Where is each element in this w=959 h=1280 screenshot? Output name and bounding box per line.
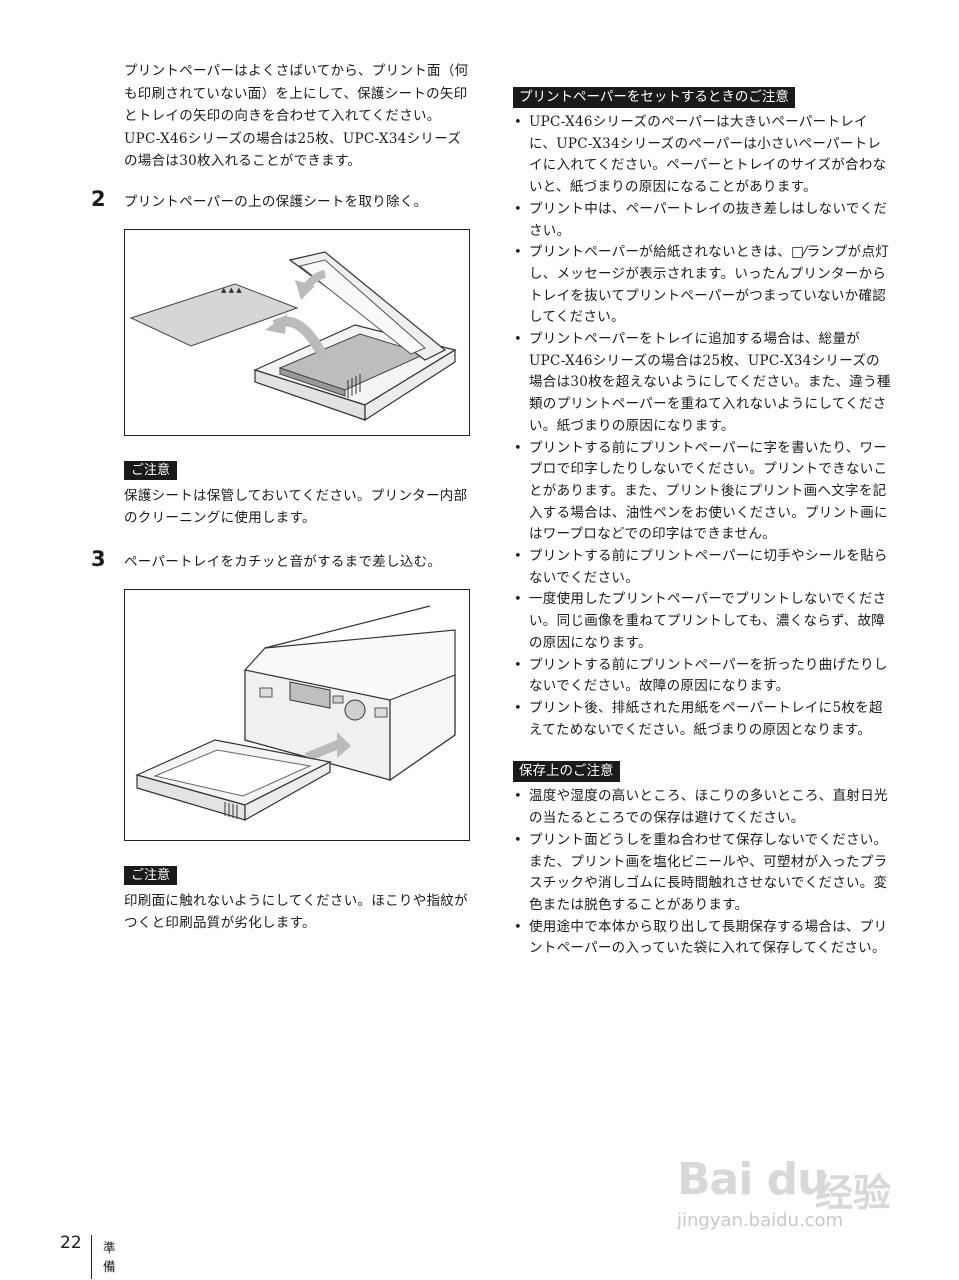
caution-badge: ご注意 — [124, 460, 178, 480]
list-item: プリント中は、ペーパートレイの抜き差しはしないでください。 — [513, 199, 893, 242]
list-item: 温度や湿度の高いところ、ほこりの多いところ、直射日光の当たるところでの保存は避け… — [513, 786, 893, 829]
list-item: プリントする前にプリントペーパーに切手やシールを貼らないでください。 — [513, 546, 893, 589]
page-number: 22 — [60, 1233, 82, 1253]
intro-paragraph: プリントペーパーはよくさばいてから、プリント面（何も印刷されていない面）を上にし… — [124, 63, 469, 169]
left-column: プリントペーパーはよくさばいてから、プリント面（何も印刷されていない面）を上にし… — [88, 60, 472, 934]
watermark-url: jingyan.baidu.com — [677, 1210, 844, 1231]
watermark-cn: 经验 — [815, 1171, 892, 1215]
caution-block-1: ご注意 保護シートは保管しておいてください。プリンター内部のクリーニングに使用し… — [88, 459, 472, 529]
step-number: 2 — [91, 186, 106, 211]
step-number: 3 — [91, 546, 106, 571]
list-item: プリントペーパーをトレイに追加する場合は、総量がUPC-X46シリーズの場合は2… — [513, 329, 893, 438]
step-2: 2 プリントペーパーの上の保護シートを取り除く。 — [88, 186, 472, 213]
step-text: ペーパートレイをカチッと音がするまで差し込む。 — [124, 553, 442, 570]
caution-badge: ご注意 — [124, 865, 178, 885]
section-heading-setting: プリントペーパーをセットするときのご注意 — [513, 87, 795, 108]
right-column: プリントペーパーをセットするときのご注意 UPC-X46シリーズのペーパーは大き… — [513, 86, 893, 960]
list-item: 使用途中で本体から取り出して長期保存する場合は、プリントペーパーの入っていた袋に… — [513, 917, 893, 960]
footer-divider — [91, 1235, 92, 1279]
watermark-brand: Bai du — [677, 1154, 828, 1205]
tray-open-illustration: ▲ ▲ ▲ — [129, 250, 457, 421]
list-item: プリント後、排紙された用紙をペーパートレイに5枚を超えてためないでください。紙づ… — [513, 698, 893, 741]
figure-remove-sheet: ▲ ▲ ▲ — [124, 228, 470, 436]
caution-text: 印刷面に触れないようにしてください。ほこりや指紋がつくと印刷品質が劣化します。 — [124, 892, 468, 931]
storage-section: 保存上のご注意 温度や湿度の高いところ、ほこりの多いところ、直射日光の当たるとこ… — [513, 760, 893, 960]
svg-text:▲ ▲ ▲: ▲ ▲ ▲ — [221, 286, 242, 294]
step-text: プリントペーパーの上の保護シートを取り除く。 — [124, 193, 428, 210]
list-item: プリントペーパーが給紙されないときは、□⁄ランプが点灯し、メッセージが表示されま… — [513, 242, 893, 329]
footer-section-name: 準備 — [103, 1240, 116, 1274]
list-item: プリントする前にプリントペーパーに字を書いたり、ワープロで印字したりしないでくだ… — [513, 438, 893, 547]
setting-caution-list: UPC-X46シリーズのペーパーは大きいペーパートレイに、UPC-X34シリーズ… — [513, 112, 893, 741]
list-item: UPC-X46シリーズのペーパーは大きいペーパートレイに、UPC-X34シリーズ… — [513, 112, 893, 199]
caution-block-2: ご注意 印刷面に触れないようにしてください。ほこりや指紋がつくと印刷品質が劣化し… — [88, 864, 472, 934]
printer-illustration — [135, 604, 456, 821]
list-item: プリント面どうしを重ね合わせて保存しないでください。また、プリント画を塩化ビニー… — [513, 830, 893, 917]
list-item: プリントする前にプリントペーパーを折ったり曲げたりしないでください。故障の原因に… — [513, 655, 893, 698]
storage-caution-list: 温度や湿度の高いところ、ほこりの多いところ、直射日光の当たるところでの保存は避け… — [513, 786, 893, 960]
baidu-watermark: Bai du 经验 jingyan.baidu.com — [677, 1140, 937, 1250]
figure-insert-tray — [124, 588, 470, 841]
section-heading-storage: 保存上のご注意 — [513, 761, 620, 783]
step-3: 3 ペーパートレイをカチッと音がするまで差し込む。 — [88, 546, 472, 573]
caution-text: 保護シートは保管しておいてください。プリンター内部のクリーニングに使用します。 — [124, 487, 468, 526]
list-item: 一度使用したプリントペーパーでプリントしないでください。同じ画像を重ねてプリント… — [513, 589, 893, 654]
